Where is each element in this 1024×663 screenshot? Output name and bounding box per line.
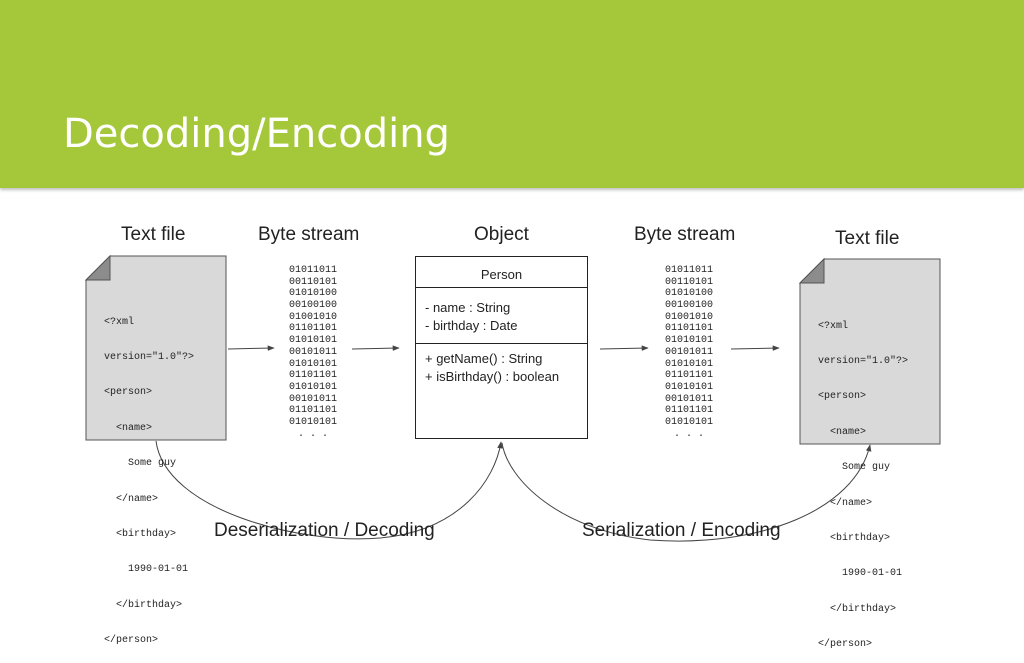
byte-line: 01011011 <box>288 265 337 276</box>
xml-line: </person> <box>104 635 159 647</box>
xml-line: version="1.0"?> <box>104 351 195 363</box>
xml-line: </birthday> <box>104 599 183 611</box>
xml-line: <birthday> <box>104 528 177 540</box>
byte-stream-left: 01011011 00110101 01010100 00100100 0100… <box>283 265 343 440</box>
byte-line: 00101011 <box>288 393 337 405</box>
xml-line: </name> <box>818 497 873 509</box>
xml-code-right: <?xml version="1.0"?> <person> <name> So… <box>818 297 908 663</box>
byte-line: 01010100 <box>288 288 337 300</box>
method-get-name: + getName() : String <box>425 351 543 366</box>
text-file-right-shape <box>798 257 941 445</box>
text-file-left-shape <box>84 254 227 441</box>
label-text-file-left: Text file <box>121 224 186 245</box>
header-bar: Decoding/Encoding <box>0 0 1024 188</box>
class-name: Person <box>416 257 587 288</box>
xml-line: <?xml <box>818 320 849 332</box>
xml-line: version="1.0"?> <box>818 355 909 367</box>
byte-line: 01010101 <box>664 335 713 347</box>
curve-deserialization <box>155 440 503 540</box>
byte-line: 00101011 <box>664 346 713 358</box>
byte-line: 01010100 <box>664 288 713 300</box>
byte-line: 01101101 <box>288 405 337 417</box>
xml-line: <name> <box>818 426 867 438</box>
byte-line: 00100100 <box>664 300 713 312</box>
byte-line: 01101101 <box>664 323 713 335</box>
xml-line: <person> <box>104 387 153 399</box>
byte-line: 01011011 <box>664 265 713 276</box>
byte-line: 01101101 <box>664 370 713 382</box>
byte-line: 01010101 <box>288 381 337 393</box>
byte-line: 01101101 <box>288 370 337 382</box>
byte-line: 01010101 <box>288 416 337 428</box>
xml-line: <person> <box>818 391 867 403</box>
xml-line: </person> <box>818 639 873 651</box>
xml-line: Some guy <box>104 458 177 470</box>
xml-line: </name> <box>104 493 159 505</box>
xml-line: <?xml <box>104 316 135 328</box>
byte-stream-right: 01011011 00110101 01010100 00100100 0100… <box>659 265 719 440</box>
arrow-bytes-to-object <box>351 345 400 351</box>
byte-ellipsis: . . . <box>297 428 328 440</box>
label-object: Object <box>474 224 529 245</box>
byte-line: 00101011 <box>664 393 713 405</box>
byte-line: 01001010 <box>664 311 713 323</box>
xml-line: Some guy <box>818 462 891 474</box>
person-class-box: Person - name : String - birthday : Date… <box>415 256 588 439</box>
arrow-file-to-bytes <box>227 345 275 351</box>
arrow-object-to-bytes <box>599 345 649 351</box>
class-attributes: - name : String - birthday : Date <box>425 299 518 335</box>
byte-line: 00100100 <box>288 300 337 312</box>
byte-line: 01010101 <box>664 381 713 393</box>
xml-line: 1990-01-01 <box>104 564 189 576</box>
class-methods: + getName() : String + isBirthday() : bo… <box>425 350 559 386</box>
page-title: Decoding/Encoding <box>63 111 450 157</box>
byte-line: 01001010 <box>288 311 337 323</box>
byte-line: 01010101 <box>288 335 337 347</box>
diagram-canvas <box>84 254 941 542</box>
label-text-file-right: Text file <box>835 228 900 249</box>
label-serialization: Serialization / Encoding <box>582 520 781 541</box>
xml-line: <birthday> <box>818 532 891 544</box>
byte-ellipsis: . . . <box>673 428 704 440</box>
curve-serialization <box>501 442 872 542</box>
byte-line: 01101101 <box>288 323 337 335</box>
xml-line: <name> <box>104 422 153 434</box>
label-byte-stream-right: Byte stream <box>634 224 736 245</box>
byte-line: 01101101 <box>664 405 713 417</box>
byte-line: 00110101 <box>664 276 713 288</box>
label-byte-stream-left: Byte stream <box>258 224 360 245</box>
byte-line: 01010101 <box>664 416 713 428</box>
attribute-name: - name : String <box>425 300 511 315</box>
byte-line: 00101011 <box>288 346 337 358</box>
xml-code-left: <?xml version="1.0"?> <person> <name> So… <box>104 293 194 659</box>
xml-line: </birthday> <box>818 603 897 615</box>
label-deserialization: Deserialization / Decoding <box>214 520 435 541</box>
byte-line: 01010101 <box>288 358 337 370</box>
byte-line: 00110101 <box>288 276 337 288</box>
byte-line: 01010101 <box>664 358 713 370</box>
arrow-bytes-to-file <box>730 345 780 351</box>
attribute-birthday: - birthday : Date <box>425 318 518 333</box>
class-separator <box>416 343 587 344</box>
xml-line: 1990-01-01 <box>818 568 903 580</box>
method-is-birthday: + isBirthday() : boolean <box>425 369 560 384</box>
